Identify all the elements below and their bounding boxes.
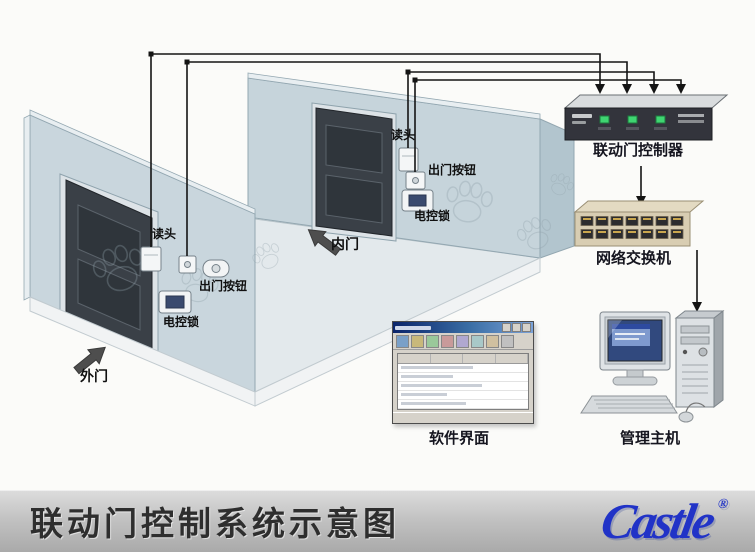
brand-logo: Castle® xyxy=(597,492,730,550)
software-titlebar xyxy=(393,322,533,333)
toolbar-icon xyxy=(456,334,469,348)
wire-arrowheads xyxy=(595,84,686,94)
management-host-computer xyxy=(580,309,725,423)
toolbar-icon xyxy=(501,334,514,348)
inner-door xyxy=(311,102,397,242)
software-statusbar xyxy=(393,412,533,423)
inner-exit-button-label: 出门按钮 xyxy=(428,163,477,177)
minimize-icon xyxy=(502,323,511,332)
inner-lock-label: 电控锁 xyxy=(414,209,451,223)
titlebar-text-placeholder xyxy=(395,325,431,330)
controller-device xyxy=(563,94,729,141)
software-window xyxy=(392,321,534,424)
toolbar-icon xyxy=(441,334,454,348)
inner-door-label: 内门 xyxy=(331,236,359,252)
outer-door-arrow xyxy=(73,346,106,375)
inner-reader-label: 读头 xyxy=(391,128,416,142)
list-row xyxy=(398,409,528,410)
maximize-icon xyxy=(512,323,521,332)
window-buttons xyxy=(502,323,531,332)
toolbar-icon xyxy=(471,334,484,348)
controller-to-switch-arrow xyxy=(636,166,646,206)
switch-device xyxy=(573,200,705,247)
switch-to-host-arrow xyxy=(692,250,702,312)
outer-reader-device xyxy=(140,246,162,272)
page-title: 联动门控制系统示意图 xyxy=(30,505,400,543)
management-host-label: 管理主机 xyxy=(620,430,681,447)
wires xyxy=(150,53,682,256)
switch-ports xyxy=(580,216,684,239)
tower xyxy=(674,309,725,409)
list-row xyxy=(398,400,528,409)
mouse xyxy=(678,402,706,423)
outer-door-label: 外门 xyxy=(80,368,108,384)
scene-illustration xyxy=(23,51,729,423)
outer-door xyxy=(59,173,159,359)
toolbar-icon xyxy=(486,334,499,348)
controller-leds xyxy=(598,115,667,130)
controller-label: 联动门控制器 xyxy=(593,142,684,159)
toolbar-icon xyxy=(411,334,424,348)
software-toolbar xyxy=(393,333,533,350)
network-switch-label: 网络交换机 xyxy=(596,250,672,267)
list-row xyxy=(398,391,528,400)
registered-trademark: ® xyxy=(716,496,730,512)
toolbar-icon xyxy=(426,334,439,348)
toolbar-icon xyxy=(396,334,409,348)
footer-bar: 联动门控制系统示意图 Castle® xyxy=(0,490,755,552)
outer-door-devices xyxy=(140,246,230,314)
monitor xyxy=(599,311,671,386)
outer-reader-label: 读头 xyxy=(152,227,177,241)
list-row xyxy=(398,364,528,373)
list-header xyxy=(398,354,528,364)
list-row xyxy=(398,373,528,382)
inner-door-arrow xyxy=(307,229,342,256)
keyboard xyxy=(580,395,678,414)
software-ui-label: 软件界面 xyxy=(429,430,490,447)
outer-lock-label: 电控锁 xyxy=(163,315,200,329)
wire-junction-dots xyxy=(148,51,418,83)
outer-exit-button-label: 出门按钮 xyxy=(199,279,248,293)
close-icon xyxy=(522,323,531,332)
list-row xyxy=(398,382,528,391)
brand-logo-text: Castle xyxy=(596,492,717,549)
inner-door-devices xyxy=(398,147,434,212)
software-list-area xyxy=(397,353,529,410)
